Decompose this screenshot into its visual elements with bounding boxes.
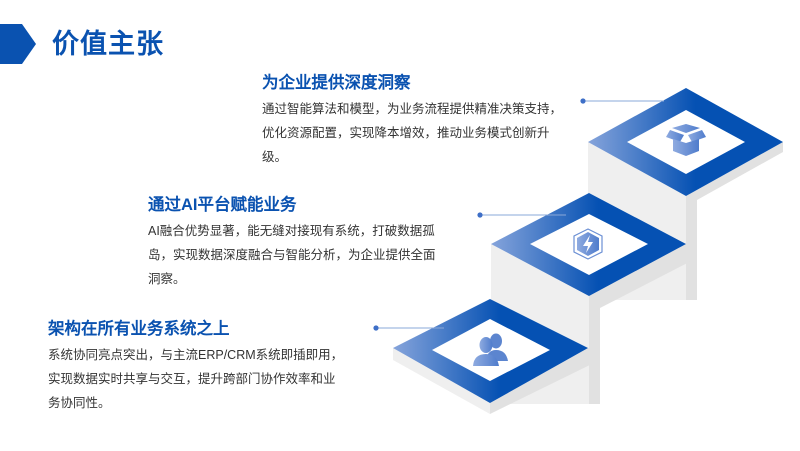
step-text-bottom: 架构在所有业务系统之上 系统协同亮点突出，与主流ERP/CRM系统即插即用， 实… [48,318,343,415]
connector-dot-bottom [373,325,379,331]
connector-lines [376,100,664,329]
connector-dot-top [580,98,586,104]
users-icon [473,333,508,366]
description-line: 通过智能算法和模型，为业务流程提供精准决策支持， [262,102,563,116]
step-top-platform [588,88,783,196]
step-text-top: 为企业提供深度洞察 通过智能算法和模型，为业务流程提供精准决策支持， 优化资源配… [262,72,562,169]
page-title: 价值主张 [52,29,164,59]
lightning-hexagon-icon [573,228,603,260]
description-line: 岛，实现数据深度融合与智能分析，为企业提供全面 [148,248,436,262]
description-line: 实现数据实时共享与交互，提升跨部门协作效率和业 [48,372,336,386]
description-line: 优化资源配置，实现降本增效，推动业务模式创新升 [262,126,550,140]
step-description: AI融合优势显著，能无缝对接现有系统，打破数据孤 岛，实现数据深度融合与智能分析… [148,219,436,291]
step-text-middle: 通过AI平台赋能业务 AI融合优势显著，能无缝对接现有系统，打破数据孤 岛，实现… [148,194,436,291]
step-description: 通过智能算法和模型，为业务流程提供精准决策支持， 优化资源配置，实现降本增效，推… [262,97,562,169]
description-line: 级。 [262,150,288,164]
step-title: 通过AI平台赋能业务 [148,196,297,214]
open-box-icon [666,124,706,156]
step-title: 为企业提供深度洞察 [262,74,411,92]
description-line: AI融合优势显著，能无缝对接现有系统，打破数据孤 [148,224,435,238]
description-line: 洞察。 [148,272,186,286]
connector-dot-middle [477,212,483,218]
description-line: 务协同性。 [48,396,111,410]
header-chevron-icon [0,24,36,64]
description-line: 系统协同亮点突出，与主流ERP/CRM系统即插即用， [48,348,344,362]
step-description: 系统协同亮点突出，与主流ERP/CRM系统即插即用， 实现数据实时共享与交互，提… [48,343,343,415]
step-title: 架构在所有业务系统之上 [48,320,230,338]
